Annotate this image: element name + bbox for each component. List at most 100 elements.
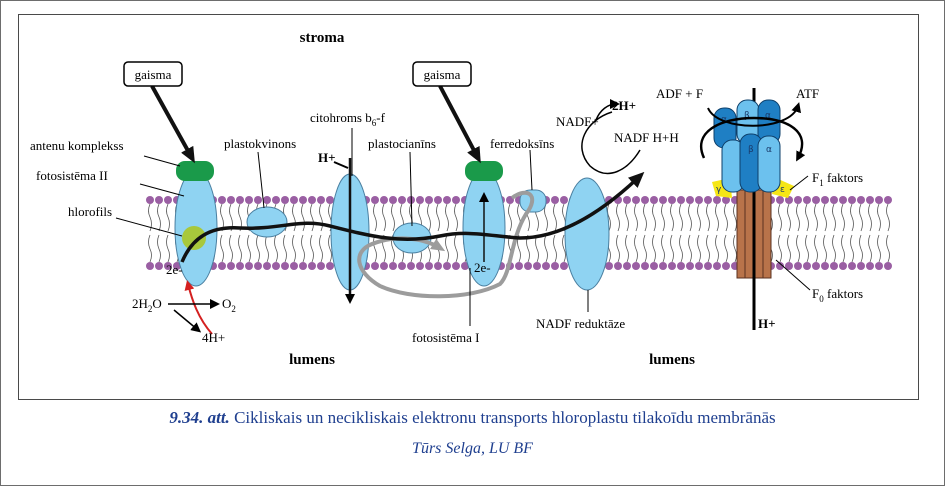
lipid-tail [427, 203, 431, 232]
lipid-head [218, 196, 226, 204]
h-plus-bottom: H+ [758, 316, 776, 331]
lipid-head [245, 262, 253, 270]
lipid-head [290, 262, 298, 270]
oxygen-label: O2 [222, 296, 236, 314]
lipid-tail [805, 234, 809, 263]
lipid-head [794, 196, 802, 204]
h-plus-cyt-hook [333, 161, 349, 169]
lipid-head [416, 196, 424, 204]
lipid-tail [157, 234, 161, 263]
lipid-head [326, 196, 334, 204]
lipid-head [848, 262, 856, 270]
lipid-tail [643, 203, 647, 232]
lipid-tail [814, 203, 818, 232]
lipid-head [614, 262, 622, 270]
lipid-head [326, 262, 334, 270]
lipid-tail [301, 203, 305, 232]
lipid-tail [850, 234, 854, 263]
lipid-tail [697, 234, 701, 263]
lipid-head [389, 196, 397, 204]
lipid-head [785, 196, 793, 204]
lipid-tail [283, 234, 287, 263]
lipid-tail [625, 203, 629, 232]
atp-label: ATF [796, 86, 819, 101]
leader-f0 [775, 259, 811, 291]
figure-credit: Tūrs Selga, LU BF [412, 440, 533, 457]
lipid-tail [166, 234, 170, 263]
lipid-tail [877, 234, 881, 263]
lipid-tail [823, 234, 827, 263]
greek-alpha-3: α [766, 145, 772, 155]
lipid-tail [841, 234, 845, 263]
nadp-arrow [581, 111, 641, 175]
stroma-label: stroma [300, 30, 345, 46]
lipid-head [686, 196, 694, 204]
lipid-head [299, 262, 307, 270]
nadp-reductase-label: NADF reduktāze [536, 316, 625, 331]
lipid-tail [670, 234, 674, 263]
lipid-tail [157, 203, 161, 232]
lipid-head [146, 262, 154, 270]
lipid-head [434, 196, 442, 204]
water-red-arrow [184, 280, 213, 335]
lipid-head [659, 196, 667, 204]
lipid-tail [652, 203, 656, 232]
lipid-head [317, 262, 325, 270]
lipid-head [848, 196, 856, 204]
lipid-tail [706, 234, 710, 263]
f1-label: F1 faktors [812, 170, 863, 188]
lipid-tail [436, 203, 440, 232]
lipid-tail [553, 203, 557, 232]
antenna-complex-1 [465, 161, 503, 181]
lipid-head [317, 196, 325, 204]
lipid-head [677, 262, 685, 270]
lipid-tail [661, 234, 665, 263]
lipid-head [515, 262, 523, 270]
greek-beta-2: β [748, 145, 754, 155]
lipid-head [812, 196, 820, 204]
cyclic-electron-path [357, 190, 534, 299]
lipid-tail [607, 203, 611, 232]
lipid-tail [868, 203, 872, 232]
lipid-head [299, 196, 307, 204]
nadph-label: NADF H+H [614, 130, 679, 145]
light-box-1 [123, 61, 183, 87]
lipid-head [623, 196, 631, 204]
lipid-head [245, 196, 253, 204]
lipid-head [263, 262, 271, 270]
lipid-tail [778, 203, 782, 232]
leader-f1 [789, 175, 809, 191]
leader-antenna [143, 155, 181, 167]
four-h-plus-label: 4H+ [202, 330, 225, 345]
lipid-head [866, 196, 874, 204]
lipid-tail [832, 203, 836, 232]
lipid-head [650, 262, 658, 270]
lipid-tail [805, 203, 809, 232]
leader-ps2 [139, 183, 185, 197]
water-label: 2H2O [132, 296, 162, 314]
lipid-head [686, 262, 694, 270]
nadp-plus-label: NADF+ [556, 114, 599, 129]
lipid-head [533, 262, 541, 270]
lipid-tail [868, 234, 872, 263]
lipid-head [884, 262, 892, 270]
lipid-head [452, 262, 460, 270]
leader-ferredoxin [529, 149, 533, 191]
lipid-tail [787, 203, 791, 232]
lipid-head [308, 262, 316, 270]
lipid-head [380, 262, 388, 270]
lipid-head [641, 262, 649, 270]
lipid-tail [535, 234, 539, 263]
lipid-head [227, 262, 235, 270]
lipid-head [839, 196, 847, 204]
light-arrow-ps2 [150, 85, 195, 164]
lipid-tail [373, 203, 377, 232]
lipid-head [380, 196, 388, 204]
lipid-tail [706, 203, 710, 232]
plastoquinone-blob [246, 206, 288, 238]
lipid-tail [562, 234, 566, 263]
lipid-head [785, 262, 793, 270]
lipid-tail [328, 234, 332, 263]
lipid-head [884, 196, 892, 204]
lipid-tail [256, 234, 260, 263]
